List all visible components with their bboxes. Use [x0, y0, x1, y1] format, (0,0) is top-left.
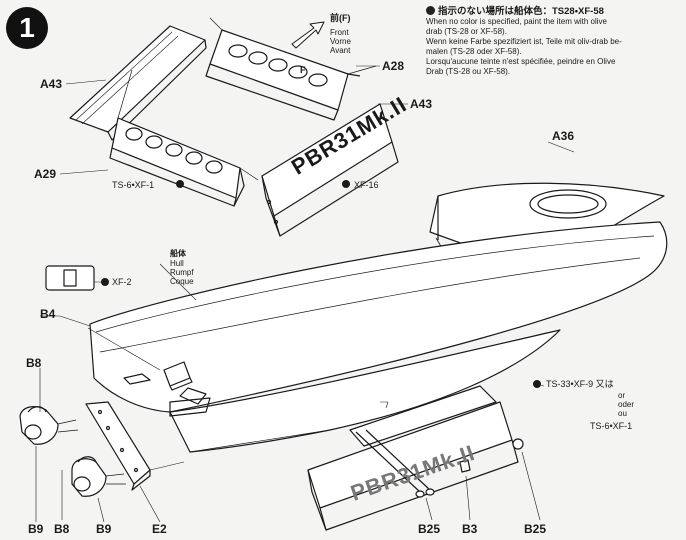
- rods-b25: [355, 401, 524, 498]
- stand-side-a29: [109, 117, 245, 207]
- label-a28: A28: [382, 59, 405, 73]
- label-a43-left: A43: [40, 77, 63, 91]
- label-b25-left: B25: [418, 522, 441, 536]
- engine-lower: [71, 456, 126, 497]
- front-en: Front: [330, 28, 349, 37]
- paint-xf16: XF-16: [354, 180, 379, 190]
- note-line: Wenn keine Farbe spezifiziert ist, Teile…: [426, 37, 622, 46]
- label-b8-top: B8: [26, 356, 42, 370]
- label-b9-left: B9: [28, 522, 44, 536]
- front-title: 前(F): [330, 13, 351, 23]
- front-de: Vorne: [330, 37, 351, 46]
- label-b3: B3: [462, 522, 478, 536]
- hull-en: Hull: [170, 259, 184, 268]
- transom-e2: [85, 401, 185, 491]
- label-b4: B4: [40, 307, 56, 321]
- paint-ts6-xf1: TS-6•XF-1: [112, 180, 155, 190]
- label-b9-bottom: B9: [96, 522, 112, 536]
- label-a29: A29: [34, 167, 57, 181]
- note-line: Drab (TS-28 ou XF-58).: [426, 67, 511, 76]
- stand-side-a28: [205, 29, 361, 121]
- hull-body: [89, 221, 668, 453]
- engine-upper: [19, 406, 79, 445]
- label-b25-right: B25: [524, 522, 547, 536]
- front-fr: Avant: [330, 46, 351, 55]
- paint-dot-icon: [426, 6, 435, 15]
- front-arrow: [291, 21, 325, 49]
- paint-or-de: oder: [618, 400, 635, 409]
- note-line: malen (TS-28 oder XF-58).: [426, 47, 522, 56]
- stand-end-a43-right: [261, 103, 399, 237]
- step-number: 1: [6, 7, 48, 49]
- part-f-mark: F: [300, 65, 306, 75]
- color-note: 指示のない場所は船体色：TS28•XF-58 When no color is …: [426, 6, 684, 77]
- hull-jp: 船体: [170, 249, 186, 258]
- label-e2: E2: [152, 522, 167, 536]
- label-a43-right: A43: [410, 97, 433, 111]
- label-a36: A36: [552, 129, 575, 143]
- note-line: When no color is specified, paint the it…: [426, 17, 607, 26]
- paint-ts33-xf9: TS-33•XF-9 又は: [546, 379, 614, 389]
- paint-markers: [101, 180, 541, 388]
- hull-de: Rumpf: [170, 268, 194, 277]
- hull-fr: Coque: [170, 277, 194, 286]
- paint-or-fr: ou: [618, 409, 627, 418]
- part-small-box: [45, 265, 95, 291]
- note-line: Lorsqu'aucune teinte n'est spécifiée, pe…: [426, 57, 616, 66]
- color-note-title: 指示のない場所は船体色：TS28•XF-58: [426, 6, 684, 17]
- label-b8-bottom: B8: [54, 522, 70, 536]
- note-line: drab (TS-28 or XF-58).: [426, 27, 507, 36]
- paint-or-en: or: [618, 391, 626, 400]
- part-b4: [87, 327, 193, 391]
- paint-ts6-xf1-alt: TS-6•XF-1: [590, 421, 633, 431]
- paint-xf2: XF-2: [112, 277, 132, 287]
- stand-end-a43-left: [69, 25, 207, 141]
